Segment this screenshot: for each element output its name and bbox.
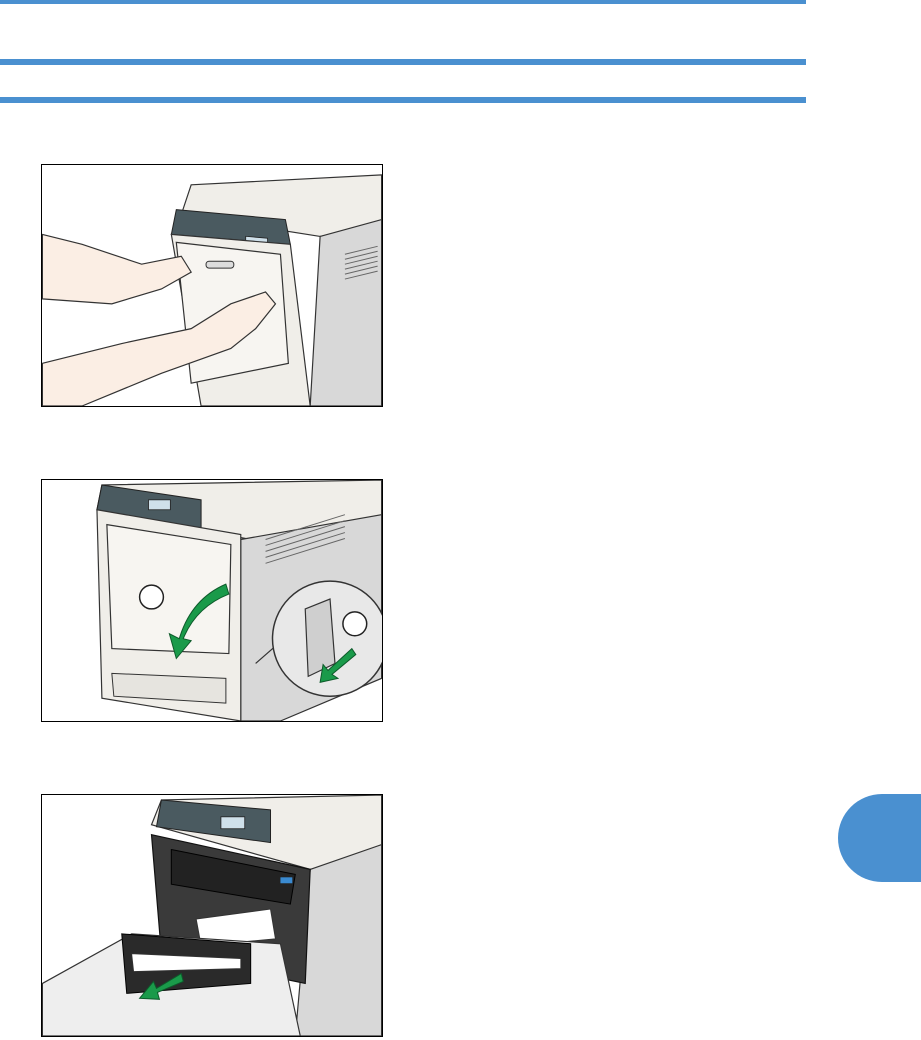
header-rule-middle [0, 59, 806, 65]
figure-open-front-cover [41, 479, 383, 722]
figure-remove-jammed-paper [41, 794, 383, 1037]
printer-close-cover-illustration [42, 165, 382, 406]
header-rule-bottom [0, 97, 806, 103]
printer-open-cover-illustration [42, 480, 382, 721]
chapter-tab [838, 794, 921, 882]
callout-circle-2 [343, 612, 367, 636]
figure-close-front-cover [41, 164, 383, 407]
printer-remove-paper-illustration [42, 795, 382, 1036]
header-rule-top [0, 0, 806, 4]
callout-circle-1 [140, 585, 164, 609]
